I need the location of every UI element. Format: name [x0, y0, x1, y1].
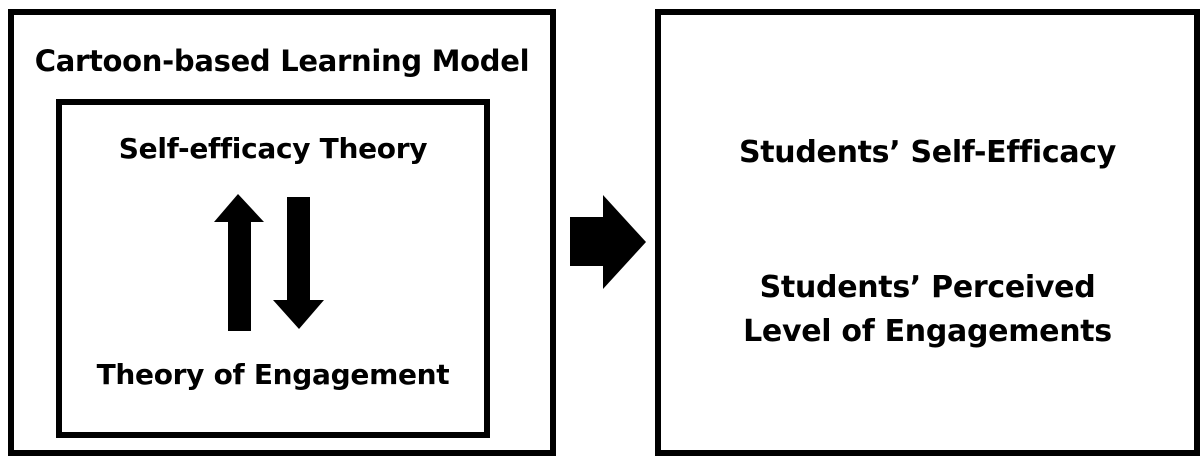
theory-label-self-efficacy: Self-efficacy Theory	[118, 132, 428, 165]
up-arrow-icon	[214, 194, 264, 331]
outcome-self-efficacy: Students’ Self-Efficacy	[738, 135, 1117, 170]
outcome-engagement: Students’ Perceived Level of Engagements	[655, 266, 1200, 354]
up-down-arrows-icon	[214, 194, 324, 331]
outcome-engagement-line-1: Students’ Perceived	[759, 270, 1096, 305]
model-title: Cartoon-based Learning Model	[34, 44, 530, 78]
theory-label-engagement: Theory of Engagement	[96, 358, 450, 391]
right-arrow-icon	[570, 195, 646, 289]
theories-box	[56, 99, 490, 438]
outcome-engagement-line-2: Level of Engagements	[743, 314, 1112, 349]
down-arrow-icon	[273, 197, 324, 329]
outcomes-box	[655, 9, 1200, 456]
